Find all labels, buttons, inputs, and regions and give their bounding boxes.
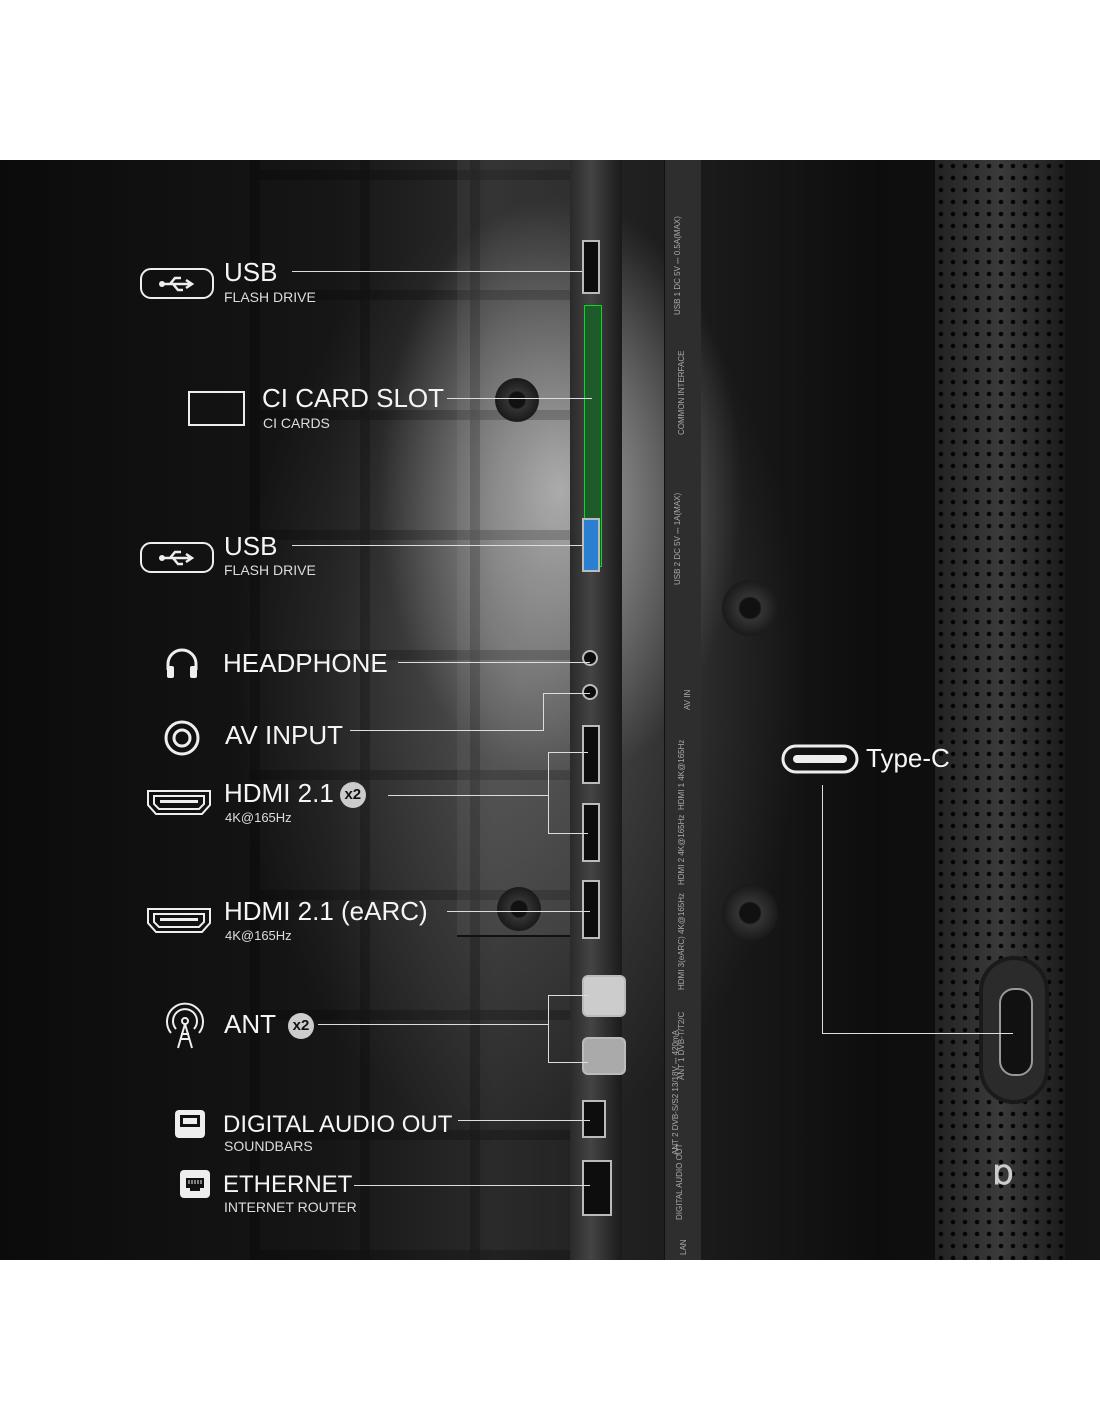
callout-line <box>822 785 823 1034</box>
hdmi2-port <box>582 803 600 862</box>
ci-subtitle: CI CARDS <box>263 415 330 431</box>
panel-label-lan: LAN <box>679 1239 688 1255</box>
ci-title: CI CARD SLOT <box>262 383 445 413</box>
rear-panel-texture <box>250 160 580 1260</box>
callout-line <box>543 693 544 731</box>
callout-line <box>398 662 590 663</box>
av-jack <box>582 684 598 700</box>
panel-label-ci: COMMON INTERFACE <box>677 350 686 435</box>
usb2-port <box>582 518 600 572</box>
callout-line <box>548 1062 588 1063</box>
hdmi-title-text: HDMI 2.1 <box>224 778 334 808</box>
callout-line <box>548 833 588 834</box>
usb2-subtitle: FLASH DRIVE <box>224 562 316 578</box>
count-badge: x2 <box>339 782 366 809</box>
panel-label-usb1: USB 1 DC 5V ⎓ 0.5A(MAX) <box>673 216 682 315</box>
headphone-icon <box>166 648 198 678</box>
ant1-port <box>582 975 626 1017</box>
callout-line <box>458 1120 590 1121</box>
usb2-title: USB <box>224 531 278 561</box>
typec-title: Type-C <box>866 743 950 773</box>
callout-line <box>548 995 588 996</box>
callout-line <box>543 693 590 694</box>
usb1-title: USB <box>224 257 278 287</box>
panel-label-hdmi1: HDMI 1 4K@165Hz <box>677 739 686 810</box>
callout-line <box>292 271 582 272</box>
hdmi-icon <box>147 790 211 815</box>
rear-plate <box>457 160 579 937</box>
callout-line <box>822 1033 1013 1034</box>
ethernet-subtitle: INTERNET ROUTER <box>224 1199 357 1215</box>
card-slot-icon <box>188 391 245 426</box>
screw <box>497 887 541 931</box>
hdmi-icon <box>147 908 211 933</box>
panel-label-ant2: ANT 2 DVB-S/S2 13/18V ⎓ 420mA <box>671 1030 680 1155</box>
callout-line <box>548 995 549 1063</box>
callout-line <box>318 1024 548 1025</box>
optical-title: DIGITAL AUDIO OUT <box>223 1111 453 1138</box>
port-label-strip: USB 1 DC 5V ⎓ 0.5A(MAX) COMMON INTERFACE… <box>664 160 701 1260</box>
ethernet-title: ETHERNET <box>223 1171 353 1198</box>
panel-label-optical: DIGITAL AUDIO OUT <box>675 1143 684 1220</box>
usb-icon <box>140 542 214 573</box>
callout-line <box>350 730 543 731</box>
panel-label-usb2: USB 2 DC 5V ⎓ 1A(MAX) <box>673 492 682 585</box>
ant-title-text: ANT <box>224 1009 276 1039</box>
panel-label-hdmi2: HDMI 2 4K@165Hz <box>677 814 686 885</box>
callout-line <box>292 545 582 546</box>
callout-line <box>447 398 592 399</box>
ethernet-port <box>582 1160 612 1216</box>
panel-label-av: AV IN <box>683 689 692 710</box>
mount-screw <box>722 885 778 941</box>
callout-line <box>548 752 549 834</box>
screw <box>495 378 539 422</box>
hdmi-earc-subtitle: 4K@165Hz <box>225 928 292 943</box>
ant-title: ANT x2 <box>224 1009 314 1040</box>
headphone-title: HEADPHONE <box>223 648 388 678</box>
av-input-icon <box>164 720 200 756</box>
usb1-subtitle: FLASH DRIVE <box>224 289 316 305</box>
headphone-jack <box>582 650 598 666</box>
callout-line <box>548 752 588 753</box>
usb-icon <box>140 268 214 299</box>
hdmi1-port <box>582 725 600 784</box>
callout-line <box>354 1185 590 1186</box>
optical-subtitle: SOUNDBARS <box>224 1138 313 1154</box>
usb-c-icon <box>781 744 859 774</box>
callout-line <box>447 911 590 912</box>
usb1-port <box>582 240 600 294</box>
av-title: AV INPUT <box>225 720 343 750</box>
antenna-icon <box>166 1002 204 1049</box>
panel-label-hdmi3: HDMI 3(eARC) 4K@165Hz <box>677 892 686 990</box>
brand-logo: Ɒ <box>994 1160 1015 1190</box>
mount-screw <box>722 580 778 636</box>
hdmi-earc-title: HDMI 2.1 (eARC) <box>224 896 428 926</box>
optical-port <box>582 1100 606 1138</box>
hdmi-subtitle: 4K@165Hz <box>225 810 292 825</box>
ethernet-icon <box>180 1170 210 1198</box>
hdmi3-port <box>582 880 600 939</box>
tv-rear-photo: USB 1 DC 5V ⎓ 0.5A(MAX) COMMON INTERFACE… <box>0 160 1100 1260</box>
ant2-port <box>582 1037 626 1075</box>
optical-icon <box>175 1110 205 1138</box>
callout-line <box>388 795 548 796</box>
usb-c-port <box>983 960 1045 1100</box>
count-badge: x2 <box>288 1013 314 1040</box>
